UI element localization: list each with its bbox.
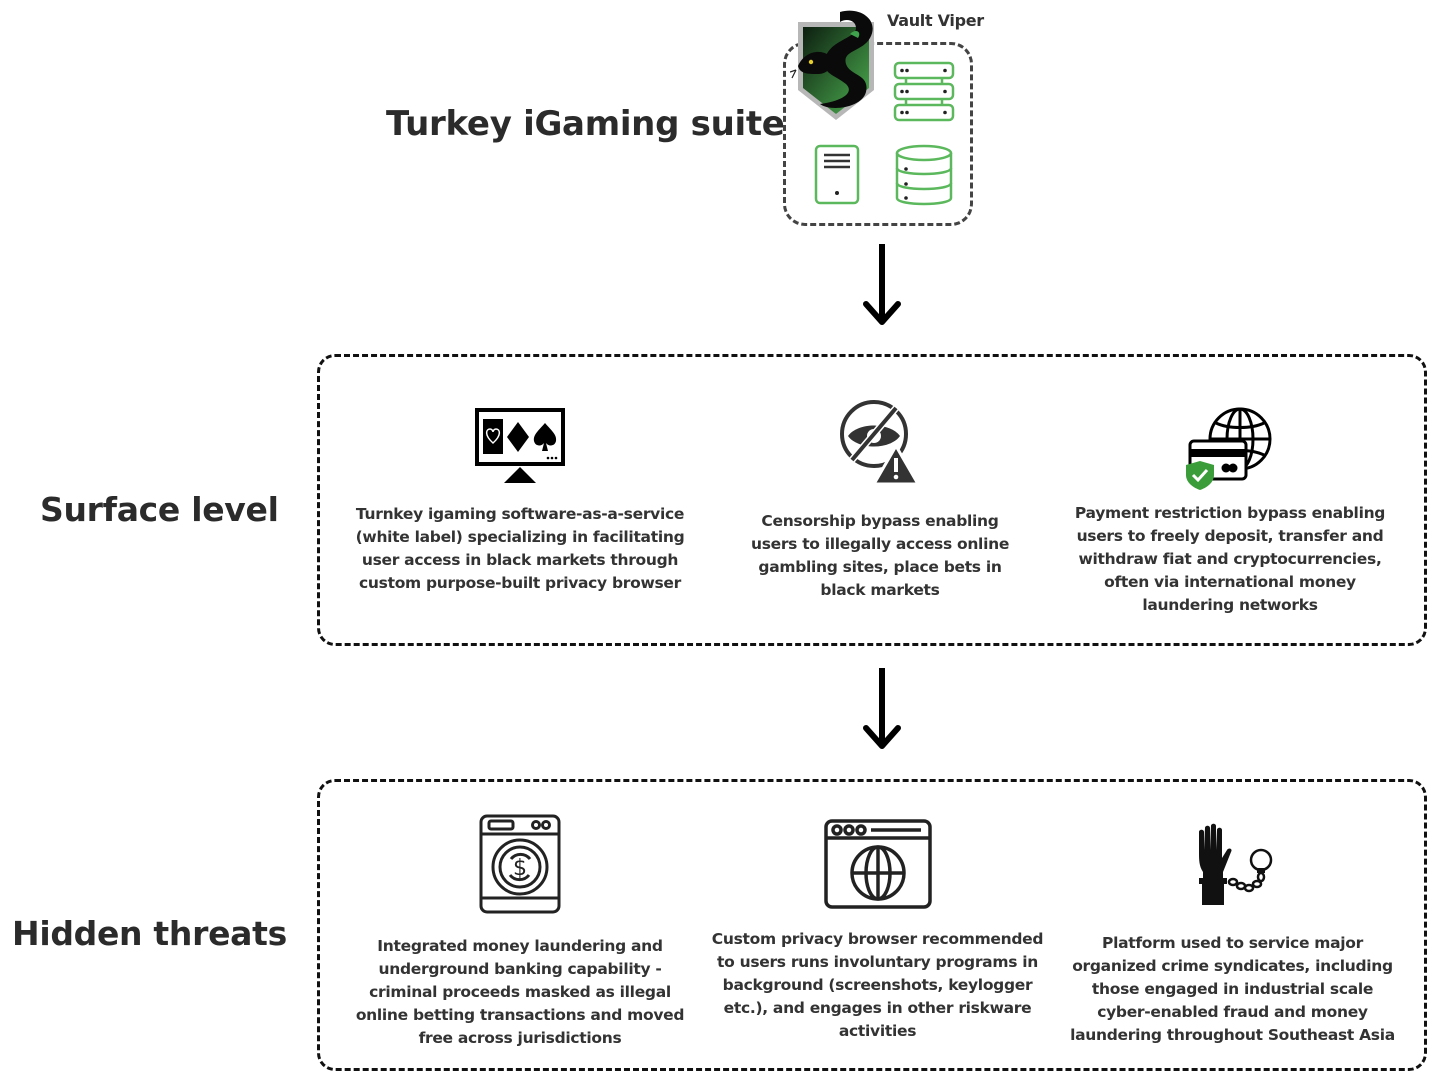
vault-viper-group (783, 42, 973, 226)
text-line: activities (838, 1022, 917, 1040)
surface-level-title: Surface level (40, 490, 279, 529)
hidden-item-2-text: Platform used to service major organized… (1070, 932, 1395, 1047)
viper-shield-logo (790, 10, 874, 120)
text-line: gambling sites, place bets in (758, 558, 1002, 576)
hidden-item-1: Custom privacy browser recommended to us… (705, 818, 1050, 1043)
hidden-item-0-text: Integrated money laundering and undergro… (345, 935, 695, 1050)
surface-item-2: Payment restriction bypass enabling user… (1070, 405, 1390, 617)
database-icon (895, 144, 953, 206)
text-line: Integrated money laundering and (377, 937, 663, 955)
hidden-item-1-text: Custom privacy browser recommended to us… (705, 928, 1050, 1043)
text-line: Censorship bypass enabling (761, 512, 999, 530)
text-line: cyber-enabled fraud and money (1097, 1003, 1368, 1021)
text-line: black markets (820, 581, 940, 599)
text-line: criminal proceeds masked as illegal (369, 983, 671, 1001)
hidden-threats-title: Hidden threats (12, 914, 287, 953)
svg-text:$: $ (513, 856, 527, 881)
server-rack-icon (893, 61, 955, 122)
vault-viper-label: Vault Viper (887, 11, 984, 30)
down-arrow-2 (863, 668, 901, 749)
text-line: free across jurisdictions (418, 1029, 622, 1047)
text-line: background (screenshots, keylogger (722, 976, 1033, 994)
text-line: withdraw fiat and cryptocurrencies, (1078, 550, 1382, 568)
text-line: underground banking capability - (378, 960, 662, 978)
surface-item-0-text: Turnkey igaming software-as-a-service (w… (340, 503, 700, 595)
server-tower-icon (814, 144, 860, 205)
text-line: user access in black markets through (361, 551, 679, 569)
text-line: often via international money (1104, 573, 1356, 591)
text-line: (white label) specializing in facilitati… (355, 528, 685, 546)
hidden-item-0: $ Integrated money laundering and underg… (345, 813, 695, 1050)
money-laundering-icon: $ (479, 814, 561, 914)
text-line: laundering networks (1142, 596, 1318, 614)
text-line: those engaged in industrial scale (1091, 980, 1374, 998)
censorship-bypass-icon (840, 400, 920, 486)
text-line: Turnkey igaming software-as-a-service (355, 505, 685, 523)
payment-bypass-icon (1186, 407, 1272, 490)
text-line: laundering throughout Southeast Asia (1070, 1026, 1395, 1044)
text-line: users to illegally access online (750, 535, 1010, 553)
handcuffed-hand-icon (1198, 823, 1272, 905)
suite-title: Turkey iGaming suite (386, 104, 785, 144)
text-line: online betting transactions and moved (355, 1006, 685, 1024)
text-line: etc.), and engages in other riskware (723, 999, 1032, 1017)
text-line: Platform used to service major (1102, 934, 1363, 952)
casino-monitor-icon (475, 408, 565, 483)
surface-level-box (317, 354, 1427, 646)
hidden-threats-box (317, 779, 1427, 1071)
text-line: users to freely deposit, transfer and (1076, 527, 1384, 545)
text-line: custom purpose-built privacy browser (359, 574, 681, 592)
surface-item-1: Censorship bypass enabling users to ille… (730, 398, 1030, 602)
surface-item-2-text: Payment restriction bypass enabling user… (1070, 502, 1390, 617)
text-line: organized crime syndicates, including (1072, 957, 1393, 975)
text-line: Payment restriction bypass enabling (1074, 504, 1386, 522)
hidden-item-2: Platform used to service major organized… (1070, 822, 1395, 1047)
text-line: to users runs involuntary programs in (717, 953, 1038, 971)
surface-item-0: Turnkey igaming software-as-a-service (w… (340, 405, 700, 595)
down-arrow-1 (863, 244, 901, 325)
text-line: Custom privacy browser recommended (711, 930, 1044, 948)
browser-globe-icon (823, 819, 932, 909)
surface-item-1-text: Censorship bypass enabling users to ille… (730, 510, 1030, 602)
